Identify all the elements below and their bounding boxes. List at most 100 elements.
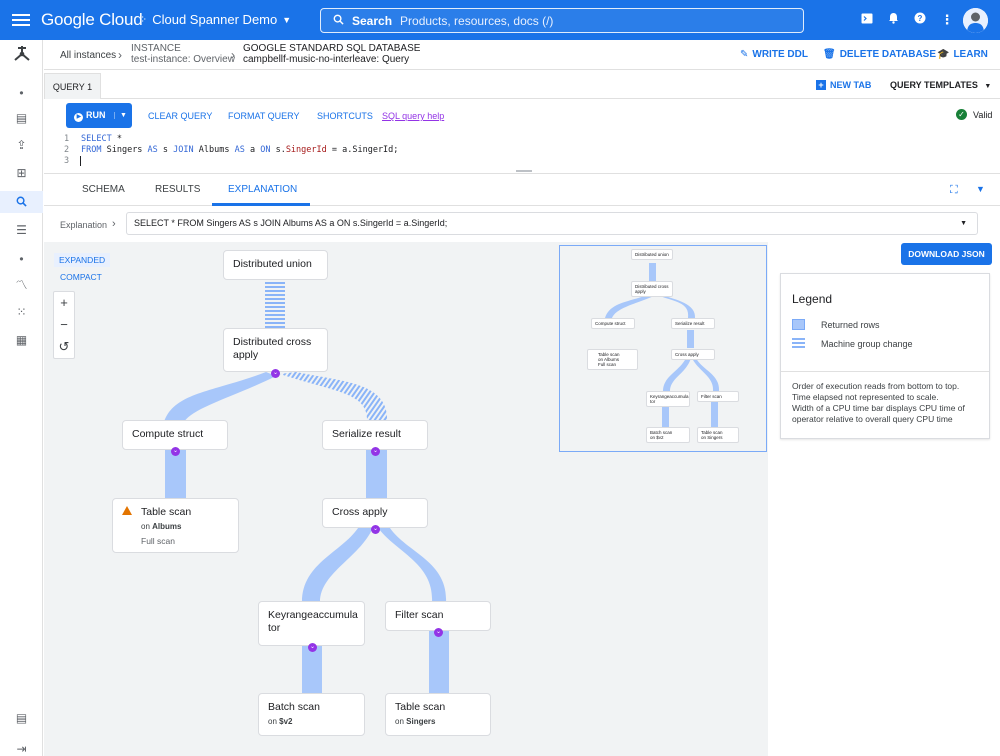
expand-badge-icon[interactable]: ⌄ [434, 628, 443, 637]
query-search-icon[interactable] [0, 191, 43, 213]
write-ddl-button[interactable]: ✎ WRITE DDL [740, 49, 808, 60]
run-main[interactable]: ▶ RUN [66, 110, 114, 122]
flow-filter [376, 525, 447, 602]
sql-editor[interactable]: 1 2 3 SELECT * FROM Singers AS s JOIN Al… [44, 132, 1000, 174]
expanded-mode-button[interactable]: EXPANDED [54, 253, 111, 267]
expand-badge-icon[interactable]: ⌄ [308, 643, 317, 652]
collapse-chevron-icon[interactable]: ▼ [976, 184, 985, 194]
expand-badge-icon[interactable]: ⌄ [371, 525, 380, 534]
node-title: Table scan [141, 506, 192, 518]
zoom-out-button[interactable]: − [60, 317, 68, 332]
plan-node-table-scan-singers[interactable]: Table scan on Singers [385, 693, 491, 736]
release-notes-icon[interactable]: ▤ [15, 711, 28, 725]
cloud-shell-icon[interactable] [858, 11, 876, 29]
flow-singers [429, 630, 449, 694]
node-title-2: tor [268, 622, 281, 634]
search-bar[interactable]: Search Products, resources, docs (/) [320, 8, 804, 33]
zoom-controls: + − ↺ [53, 291, 75, 359]
tab-query-1[interactable]: QUERY 1 [44, 73, 101, 99]
zoom-in-button[interactable]: + [60, 295, 68, 310]
flow-batch-scan [302, 646, 322, 694]
avatar[interactable] [963, 8, 988, 33]
tab-results[interactable]: RESULTS [155, 184, 201, 195]
breadcrumb-instance-label: INSTANCE [131, 43, 181, 54]
plan-node-serialize-result[interactable]: Serialize result [322, 420, 428, 450]
expand-rail-icon[interactable]: ⇥ [16, 742, 27, 756]
help-icon[interactable]: ? [911, 11, 929, 29]
compact-mode-button[interactable]: COMPACT [60, 272, 102, 282]
query-templates-dropdown[interactable]: QUERY TEMPLATES ▼ [890, 80, 991, 90]
table-icon[interactable]: ⊞ [16, 166, 27, 180]
new-tab-label: NEW TAB [830, 80, 872, 90]
node-title: Table scan [395, 701, 446, 713]
legend-item-returned-rows: Returned rows [792, 319, 880, 330]
plan-node-filter-scan[interactable]: Filter scan [385, 601, 491, 631]
download-json-button[interactable]: DOWNLOAD JSON [901, 243, 992, 265]
explanation-query-select[interactable]: SELECT * FROM Singers AS s JOIN Albums A… [126, 212, 978, 235]
menu-icon[interactable] [12, 11, 30, 29]
monitoring-chart-icon[interactable]: 〽 [15, 278, 28, 292]
format-query-button[interactable]: FORMAT QUERY [228, 111, 300, 121]
expand-badge-icon[interactable]: ⌄ [171, 447, 180, 456]
node-title: Compute struct [132, 428, 204, 440]
notifications-icon[interactable] [884, 11, 902, 29]
spanner-product-icon[interactable] [0, 43, 43, 65]
project-selector[interactable]: ⁘ Cloud Spanner Demo ▼ [138, 12, 291, 27]
breadcrumb-instance-value: test-instance: Overview [131, 54, 235, 65]
query-plan-canvas[interactable]: EXPANDED COMPACT + − ↺ Distributed union… [44, 242, 768, 756]
google-cloud-logo[interactable]: Google Cloud [41, 10, 143, 29]
expand-badge-icon[interactable]: ⌄ [271, 369, 280, 378]
node-title: Distributed cross [233, 336, 312, 348]
plan-node-distributed-cross-apply[interactable]: Distributed cross apply [223, 328, 328, 372]
run-dropdown-icon[interactable]: ▼ [114, 112, 132, 119]
tab-schema[interactable]: SCHEMA [82, 184, 125, 195]
flow-serialize [280, 372, 388, 422]
plan-node-batch-scan[interactable]: Batch scan on $v2 [258, 693, 365, 736]
minimap-node: Distributed union [631, 249, 673, 260]
tab-explanation[interactable]: EXPLANATION [228, 184, 298, 195]
delete-database-button[interactable]: 🗑 DELETE DATABASE [823, 49, 936, 60]
more-vert-icon[interactable]: ⋮ [940, 12, 954, 27]
learn-button[interactable]: 🎓 LEARN [937, 49, 988, 60]
plan-node-table-scan-albums[interactable]: Table scan on Albums Full scan [112, 498, 239, 553]
zoom-reset-button[interactable]: ↺ [58, 339, 70, 354]
query-toolbar: ▶ RUN ▼ CLEAR QUERY FORMAT QUERY SHORTCU… [44, 100, 1000, 132]
import-icon[interactable]: ⇪ [16, 138, 27, 152]
expand-badge-icon[interactable]: ⌄ [371, 447, 380, 456]
flow-keyrange [302, 525, 374, 602]
calculator-icon[interactable]: ▦ [15, 333, 28, 347]
search-icon [333, 14, 344, 28]
plan-node-keyrangeaccumulator[interactable]: Keyrangeaccumula tor [258, 601, 365, 646]
minimap-node: Filter scan [697, 391, 739, 402]
minimap-node: Cross apply [671, 349, 715, 360]
editor-resize-handle[interactable] [516, 170, 532, 172]
sql-help-link[interactable]: SQL query help [382, 111, 445, 121]
shortcuts-button[interactable]: SHORTCUTS [317, 111, 373, 121]
run-button[interactable]: ▶ RUN ▼ [66, 103, 132, 128]
breadcrumb-all-instances[interactable]: All instances [60, 50, 117, 61]
plan-node-cross-apply[interactable]: Cross apply [322, 498, 428, 528]
query-templates-label: QUERY TEMPLATES [890, 80, 978, 90]
node-subtitle: on Singers [395, 717, 436, 726]
overview-icon[interactable]: ▤ [15, 111, 28, 125]
new-tab-button[interactable]: + NEW TAB [816, 80, 871, 90]
plan-node-distributed-union[interactable]: Distributed union [223, 250, 328, 280]
legend-panel: Legend Returned rows Machine group chang… [780, 273, 990, 439]
top-app-bar: Google Cloud ⁘ Cloud Spanner Demo ▼ Sear… [0, 0, 1000, 40]
grid-icon[interactable]: ⁙ [16, 305, 27, 319]
line-number: 3 [64, 156, 70, 166]
add-box-icon: + [816, 80, 826, 90]
legend-note: Time elapsed not represented to scale. [792, 392, 939, 402]
breadcrumb-instance[interactable]: INSTANCE test-instance: Overview [131, 43, 235, 65]
line-number: 2 [64, 145, 70, 155]
node-title: Distributed union [233, 258, 312, 270]
fullscreen-icon[interactable]: ⛶ [950, 184, 958, 196]
minimap-flows [605, 263, 720, 427]
list-icon[interactable]: ☰ [16, 223, 27, 237]
svg-text:?: ? [918, 14, 923, 23]
clear-query-button[interactable]: CLEAR QUERY [148, 111, 213, 121]
plan-node-compute-struct[interactable]: Compute struct [122, 420, 228, 450]
